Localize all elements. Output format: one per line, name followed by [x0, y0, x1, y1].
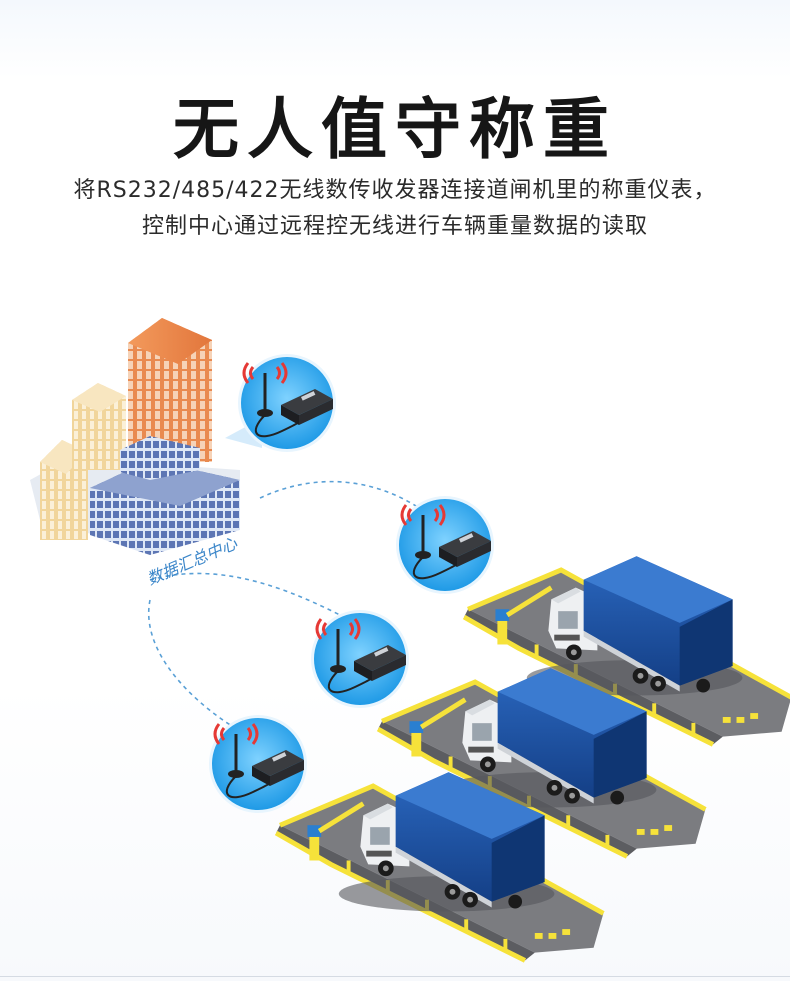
- description-line-1: 将RS232/485/422无线数传收发器连接道闸机里的称重仪表，: [73, 178, 717, 203]
- header: 无人值守称重 将RS232/485/422无线数传收发器连接道闸机里的称重仪表，…: [0, 0, 790, 260]
- radio-modem-icon: [207, 713, 309, 815]
- building-icon: [30, 318, 240, 555]
- description-line-2: 控制中心通过远程控无线进行车辆重量数据的读取: [141, 214, 648, 239]
- radio-modem-icon: [309, 608, 411, 710]
- radio-modem-icon: [236, 352, 338, 454]
- radio-modem-icon: [394, 494, 496, 596]
- footer-divider: [0, 976, 790, 977]
- wireless-links: [147, 480, 426, 729]
- page-title: 无人值守称重: [173, 91, 617, 168]
